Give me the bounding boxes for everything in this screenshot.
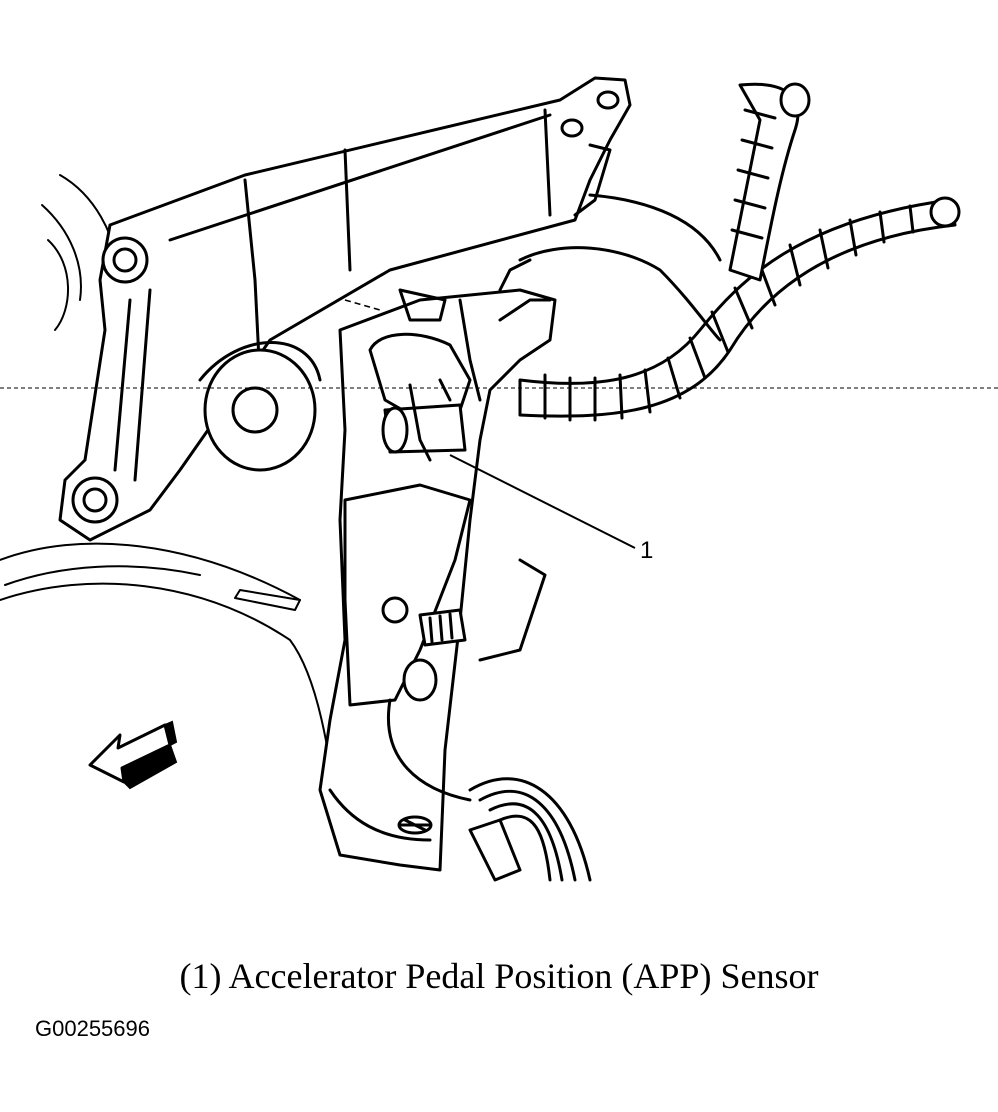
figure-id: G00255696 bbox=[35, 1016, 150, 1041]
figure-caption: (1) Accelerator Pedal Position (APP) Sen… bbox=[179, 956, 819, 996]
pivot-roller bbox=[198, 341, 322, 472]
wiring-harness bbox=[498, 82, 961, 422]
callout-leader-line bbox=[449, 454, 636, 549]
mounting-bracket bbox=[58, 76, 632, 542]
pedal-lever bbox=[328, 483, 472, 842]
callout-number-1: 1 bbox=[640, 537, 654, 564]
app-sensor bbox=[368, 332, 472, 462]
forward-arrow-icon bbox=[88, 720, 178, 790]
lower-cable-bundle bbox=[397, 777, 592, 882]
alignment-dash bbox=[344, 299, 381, 311]
